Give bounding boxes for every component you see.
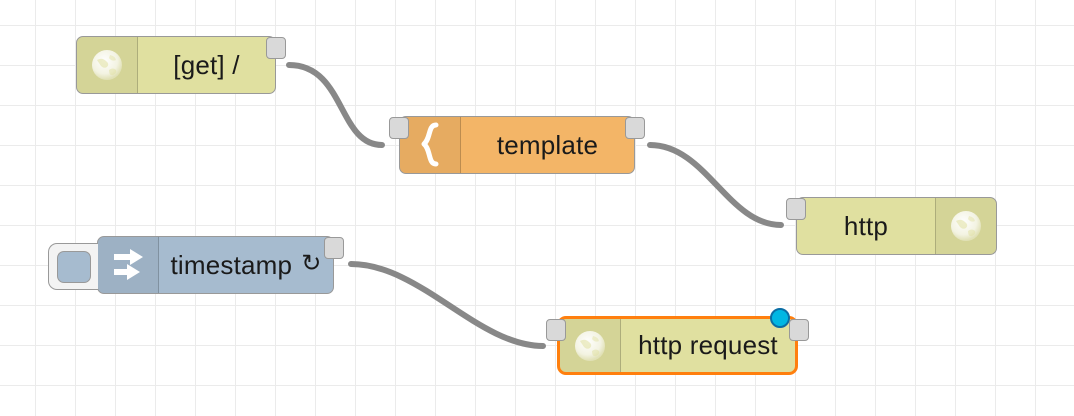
node-label: timestamp — [170, 249, 293, 280]
node-body: http request — [560, 319, 795, 372]
globe-icon — [77, 37, 138, 93]
output-port[interactable] — [324, 237, 344, 259]
node-label-group: timestamp ↻ — [159, 237, 333, 293]
globe-icon — [560, 319, 621, 372]
inject-trigger-button[interactable] — [48, 243, 98, 290]
unsaved-changes-badge — [770, 308, 790, 328]
node-inject[interactable]: timestamp ↻ — [48, 236, 344, 294]
node-body: [get] / — [77, 37, 275, 93]
input-port[interactable] — [546, 319, 566, 341]
curly-brace-icon — [400, 117, 461, 173]
node-label: [get] / — [173, 49, 240, 80]
wire-template-to-http-response[interactable] — [647, 142, 784, 228]
wire-http-in-to-template[interactable] — [286, 62, 385, 148]
node-label: http — [843, 210, 889, 241]
output-port[interactable] — [625, 117, 645, 139]
output-port[interactable] — [266, 37, 286, 59]
input-port[interactable] — [389, 117, 409, 139]
arrow-right-icon — [98, 237, 159, 293]
node-http-response[interactable]: http — [786, 197, 997, 255]
node-label: http request — [638, 330, 778, 360]
node-label: template — [496, 129, 599, 160]
node-body: timestamp ↻ — [98, 237, 333, 293]
node-body: http — [797, 198, 996, 254]
node-body: template — [400, 117, 634, 173]
node-http-in[interactable]: [get] / — [76, 36, 286, 94]
node-template[interactable]: template — [389, 116, 645, 174]
output-port[interactable] — [789, 319, 809, 341]
wire-inject-to-http-request[interactable] — [348, 261, 546, 349]
inject-trigger-inner — [57, 251, 91, 283]
node-http-request[interactable]: http request — [546, 308, 809, 375]
input-port[interactable] — [786, 198, 806, 220]
repeat-icon: ↻ — [301, 250, 322, 277]
globe-icon — [935, 198, 996, 254]
